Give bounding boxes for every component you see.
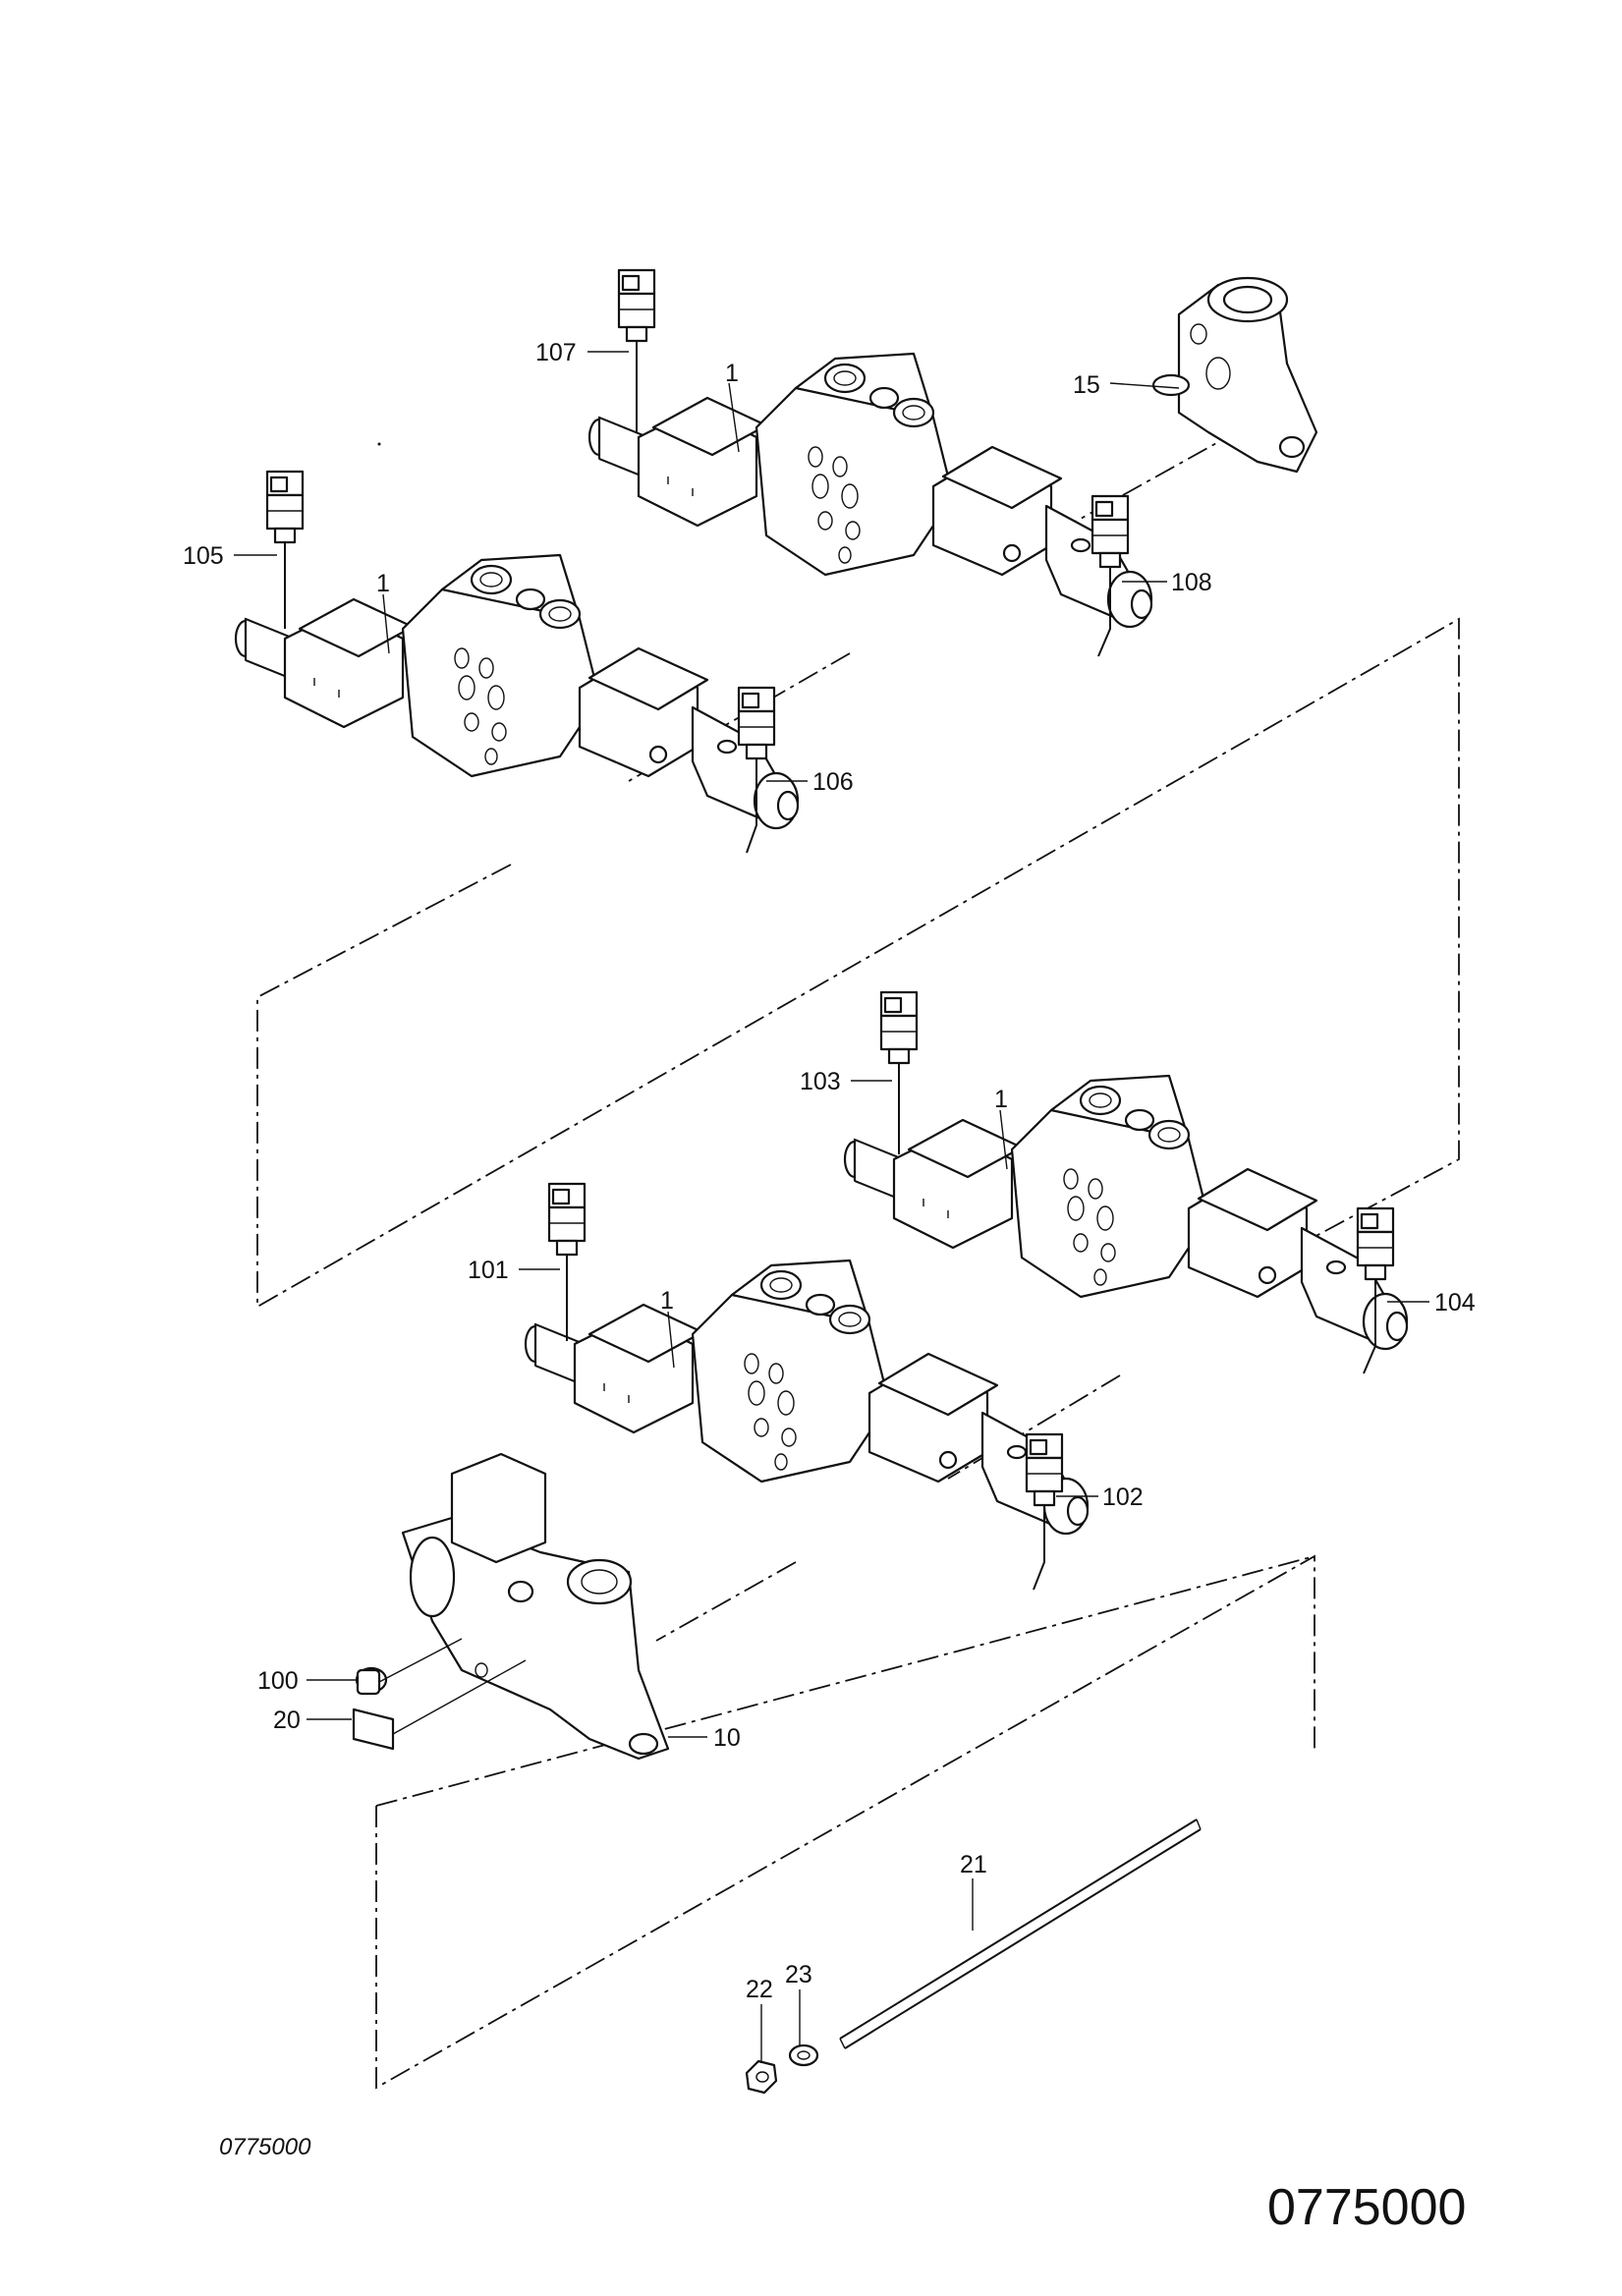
label-1-middle-right: 1 <box>994 1086 1008 1113</box>
label-104: 104 <box>1434 1289 1476 1316</box>
label-22: 22 <box>746 1976 773 2003</box>
alignment-lines <box>256 441 1460 2090</box>
label-21: 21 <box>960 1851 987 1878</box>
valve-section-upper-left <box>234 553 800 830</box>
connector-103 <box>879 990 919 1154</box>
connector-102 <box>1025 1432 1064 1591</box>
connector-105 <box>265 470 305 629</box>
label-105: 105 <box>183 542 224 570</box>
label-107: 107 <box>535 339 577 366</box>
label-101: 101 <box>468 1257 509 1284</box>
end-block-15 <box>1151 276 1318 474</box>
washer-23 <box>788 2044 819 2067</box>
label-102: 102 <box>1102 1484 1144 1511</box>
label-leaders <box>234 351 1429 2063</box>
plug-100 <box>355 1638 463 1696</box>
connector-104 <box>1356 1206 1395 1374</box>
label-100: 100 <box>257 1667 299 1695</box>
label-20: 20 <box>273 1707 301 1734</box>
connector-101 <box>547 1182 587 1341</box>
valve-section-top <box>587 352 1153 629</box>
connector-107 <box>617 268 656 432</box>
nut-22 <box>745 2059 778 2095</box>
label-1-top: 1 <box>725 360 739 387</box>
label-106: 106 <box>812 768 854 796</box>
figure-code-small: 0775000 <box>219 2134 311 2160</box>
plate-20 <box>352 1659 527 1751</box>
label-1-lower: 1 <box>660 1287 674 1315</box>
valve-section-lower <box>524 1259 1090 1536</box>
label-103: 103 <box>800 1068 841 1095</box>
valve-section-middle-right <box>843 1074 1409 1351</box>
label-1-upper-left: 1 <box>376 570 390 597</box>
label-108: 108 <box>1171 569 1212 596</box>
label-23: 23 <box>785 1961 812 1988</box>
connector-108 <box>1091 494 1130 657</box>
figure-code-large: 0775000 <box>1267 2179 1466 2236</box>
connector-106 <box>737 686 776 854</box>
tie-rod-21 <box>839 1819 1202 2049</box>
inlet-block-10 <box>401 1452 670 1761</box>
label-15: 15 <box>1073 371 1100 399</box>
label-10: 10 <box>713 1724 741 1752</box>
